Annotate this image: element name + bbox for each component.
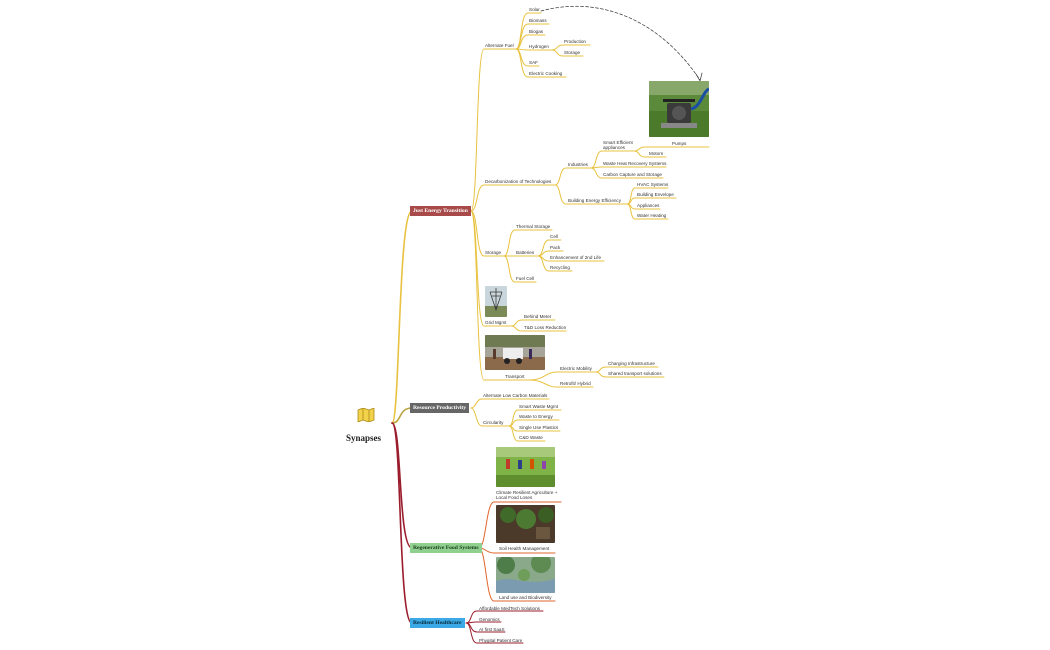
map-icon xyxy=(357,408,375,422)
topic-hvac[interactable]: HVAC Systems xyxy=(637,182,669,187)
topic-charging-infrastructure[interactable]: Charging Infrastructure xyxy=(608,361,655,366)
topic-behind-meter[interactable]: Behind Meter xyxy=(524,314,552,319)
topic-decarbonization[interactable]: Decarbonization of Technologies xyxy=(485,179,552,184)
topic-motors[interactable]: Motors xyxy=(649,151,664,156)
topic-batteries[interactable]: Batteries xyxy=(516,250,535,255)
topic-circularity[interactable]: Circularity xyxy=(483,420,504,425)
branch-just-energy-transition[interactable]: Just Energy Transition xyxy=(410,206,471,216)
topic-smart-waste-mgmt[interactable]: Smart Waste Mgmt xyxy=(519,404,559,409)
edge-root-rfs xyxy=(391,422,413,549)
topic-climate-resilient-agriculture[interactable]: Climate Resilient Agriculture + Local Fo… xyxy=(496,490,558,501)
topic-electric-mobility[interactable]: Electric Mobility xyxy=(560,366,592,371)
biodiversity-image xyxy=(496,557,555,593)
topic-retrofit-hybrid[interactable]: Retrofit/ Hybrid xyxy=(560,381,591,386)
edge-root-jet xyxy=(391,210,413,424)
agriculture-image xyxy=(496,447,555,487)
topic-ai-first-saas[interactable]: AI first SaaS xyxy=(479,627,505,632)
topic-land-use-biodiversity[interactable]: Land use and Biodiversity xyxy=(499,595,552,600)
topic-2nd-life[interactable]: Enhancement of 2nd Life xyxy=(550,255,602,260)
topic-soil-health[interactable]: Soil Health Management xyxy=(499,546,550,551)
topic-pumps[interactable]: Pumps xyxy=(672,141,687,146)
topic-building-energy-efficiency[interactable]: Building Energy Efficiency xyxy=(568,198,622,203)
topic-solar[interactable]: Solar xyxy=(529,7,540,12)
branch-regenerative-food-systems[interactable]: Regenerative Food Systems xyxy=(410,543,482,553)
topic-thermal-storage[interactable]: Thermal Storage xyxy=(516,224,551,229)
topic-biogas[interactable]: Biogas xyxy=(529,29,544,34)
soil-image xyxy=(496,505,555,543)
topic-grid-mgmt[interactable]: Grid Mgmt xyxy=(485,320,507,325)
grid-image xyxy=(485,286,507,317)
topic-smart-efficient-appliances[interactable]: Smart Efficient appliances xyxy=(603,140,633,151)
topic-waste-heat-recovery[interactable]: Waste Heat Recovery Systems xyxy=(603,161,667,166)
topic-phygital-patient-care[interactable]: Phygital Patient Care xyxy=(479,638,523,643)
topic-saf[interactable]: SAF xyxy=(529,60,538,65)
transport-image xyxy=(485,335,545,370)
topic-cell[interactable]: Cell xyxy=(550,234,558,239)
topic-fuel-cell[interactable]: Fuel Cell xyxy=(516,276,535,281)
topic-water-heating[interactable]: Water Heating xyxy=(637,213,667,218)
topic-cd-waste[interactable]: C&D Waste xyxy=(519,435,543,440)
topic-storage[interactable]: Storage xyxy=(485,250,502,255)
topic-affordable-medtech[interactable]: Affordable MedTech Solutions xyxy=(479,606,540,611)
root-topic[interactable]: Synapses xyxy=(346,433,382,443)
topic-appliances[interactable]: Appliances xyxy=(637,203,660,208)
topic-hydrogen[interactable]: Hydrogen xyxy=(529,44,549,49)
topic-single-use-plastics[interactable]: Single Use Plastics xyxy=(519,425,559,430)
branch-resilient-healthcare[interactable]: Resilient Healthcare xyxy=(410,618,465,628)
topic-genomics[interactable]: Genomics xyxy=(479,617,500,622)
topic-carbon-capture[interactable]: Carbon Capture and Storage xyxy=(603,172,662,177)
topic-biomass[interactable]: Biomass xyxy=(529,18,547,23)
edge-root-rp xyxy=(391,407,413,424)
relationship-arrow xyxy=(540,5,701,81)
topic-alternate-low-carbon-materials[interactable]: Alternate Low Carbon Materials xyxy=(483,393,548,398)
topic-storage-h2[interactable]: Storage xyxy=(564,50,581,55)
edge-root-rh xyxy=(391,422,413,624)
topic-building-envelope[interactable]: Building Envelope xyxy=(637,192,674,197)
topic-td-loss[interactable]: T&D Loss Reduction xyxy=(524,325,567,330)
topic-shared-transport[interactable]: Shared transport solutions xyxy=(608,371,662,376)
topic-industries[interactable]: Industries xyxy=(568,162,588,167)
pump-image xyxy=(649,81,709,137)
topic-pack[interactable]: Pack xyxy=(550,245,561,250)
topic-electric-cooking[interactable]: Electric Cooking xyxy=(529,71,563,76)
topic-recycling[interactable]: Recycling xyxy=(550,265,570,270)
branch-resource-productivity[interactable]: Resource Productivity xyxy=(410,403,470,413)
topic-waste-to-energy[interactable]: Waste to Energy xyxy=(519,414,553,419)
topic-transport[interactable]: Transport xyxy=(505,374,525,379)
topic-production[interactable]: Production xyxy=(564,39,586,44)
topic-alternate-fuel[interactable]: Alternate Fuel xyxy=(485,43,514,48)
